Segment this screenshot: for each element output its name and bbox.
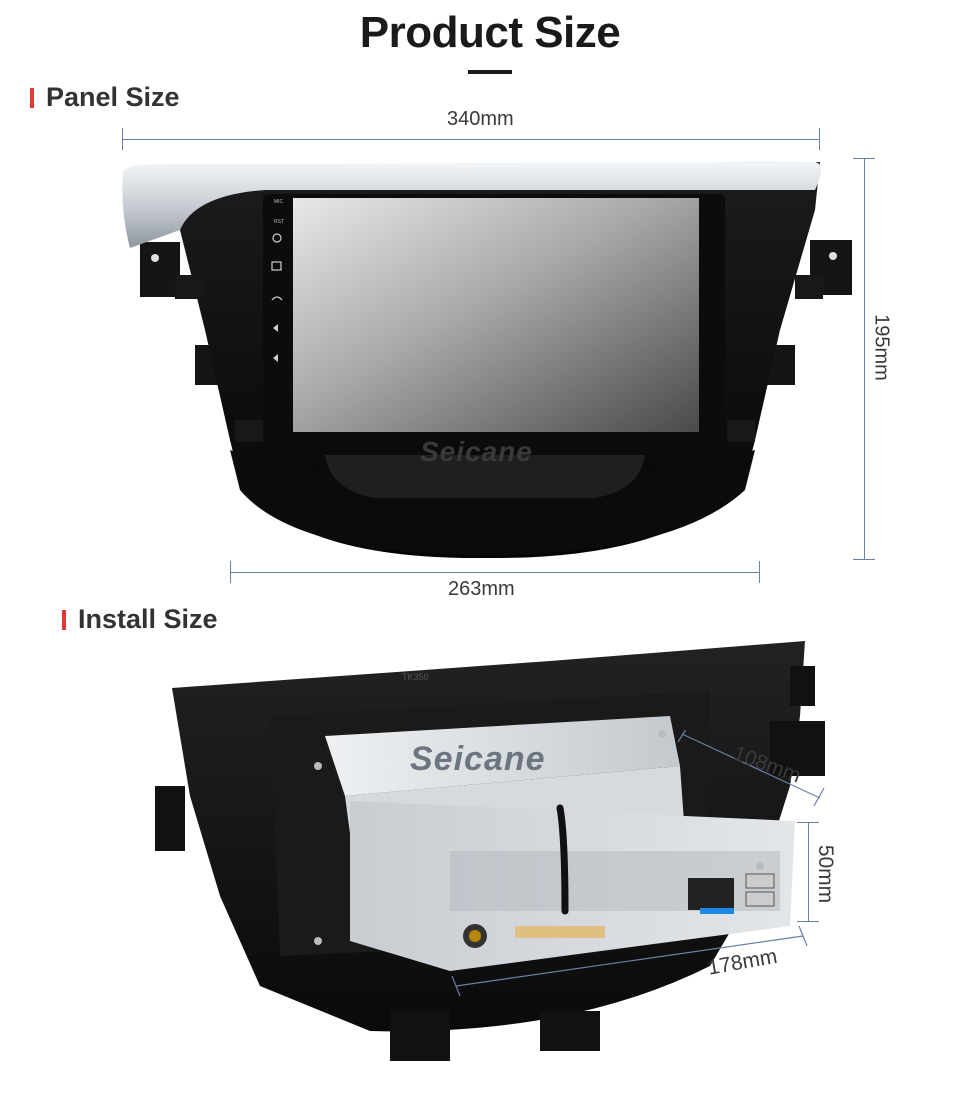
title-underline [468, 70, 512, 74]
dimension-tick [230, 561, 231, 583]
panel-height-line [864, 158, 865, 560]
panel-brand-logo: Seicane [420, 436, 533, 467]
dimension-tick [797, 921, 819, 922]
panel-width-bottom-label: 263mm [448, 578, 515, 600]
panel-device-illustration [122, 162, 852, 559]
install-unit-illustration [155, 641, 825, 1061]
mic-label: MIC [274, 199, 284, 205]
install-height-line [808, 822, 809, 922]
install-depth-dimension-line [678, 730, 825, 807]
rst-label: RST [274, 219, 284, 225]
panel-height-label: 195mm [870, 314, 893, 381]
panel-size-heading-text: Panel Size [46, 82, 180, 112]
panel-width-top-line [122, 139, 820, 140]
install-size-heading-text: Install Size [78, 604, 218, 634]
dimension-tick [853, 559, 875, 560]
panel-width-top-label: 340mm [447, 108, 514, 130]
panel-size-heading: Panel Size [30, 82, 180, 113]
install-height-label: 50mm [814, 844, 837, 904]
install-width-dimension-line [451, 926, 808, 997]
heading-accent-bar [30, 87, 34, 108]
install-size-heading: Install Size [62, 604, 218, 635]
heading-accent-bar [62, 609, 66, 630]
install-brand-logo: Seicane [410, 740, 546, 778]
dimension-tick [759, 561, 760, 583]
dimension-tick [819, 128, 820, 150]
dimension-tick [122, 128, 123, 150]
frame-marking: TK350 [402, 672, 429, 682]
panel-width-bottom-line [230, 572, 760, 573]
dimension-tick [853, 158, 875, 159]
page-title: Product Size [359, 8, 621, 57]
dimension-tick [797, 822, 819, 823]
